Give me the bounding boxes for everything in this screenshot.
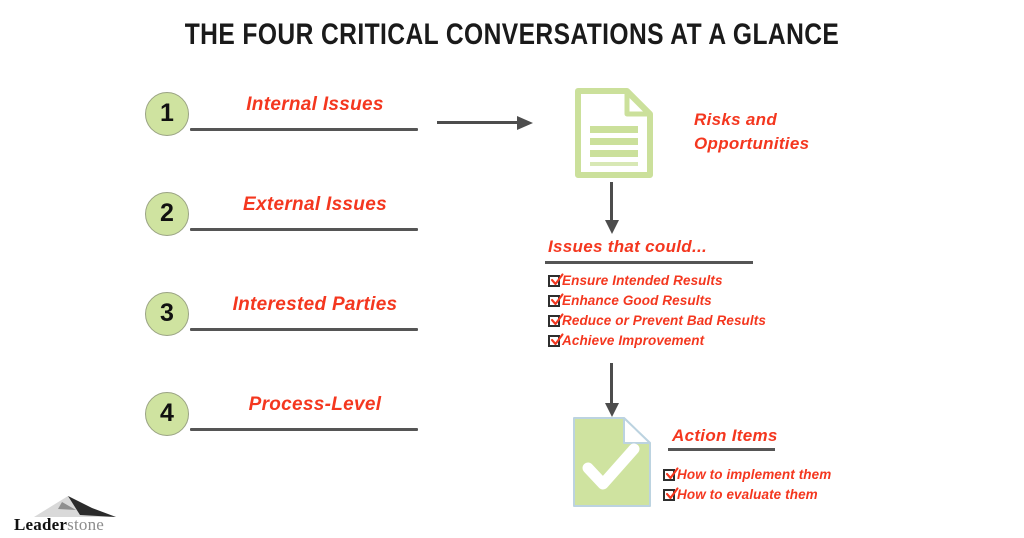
action-check-item-2[interactable]: How to evaluate them	[663, 486, 831, 504]
issues-check-label-4: Achieve Improvement	[562, 333, 705, 348]
conversation-row-3[interactable]: 3 Interested Parties	[145, 292, 435, 352]
action-items-underline	[668, 448, 775, 451]
arrow-right-head	[517, 116, 533, 130]
checkbox-checked-icon[interactable]	[663, 487, 679, 501]
checkbox-checked-icon[interactable]	[548, 273, 564, 287]
conversation-underline-2	[190, 228, 418, 231]
conversation-number-3: 3	[160, 299, 174, 327]
conversation-number-badge-4: 4	[145, 392, 189, 436]
issues-check-item-4[interactable]: Achieve Improvement	[548, 332, 766, 350]
conversation-number-badge-3: 3	[145, 292, 189, 336]
document-lines-icon	[575, 88, 653, 178]
conversation-row-2[interactable]: 2 External Issues	[145, 192, 435, 252]
arrow-down-head-1	[605, 220, 619, 234]
risks-line-1: Risks and	[694, 110, 778, 129]
conversation-label-4: Process-Level	[248, 394, 382, 415]
action-check-item-1[interactable]: How to implement them	[663, 466, 831, 484]
page-title: THE FOUR CRITICAL CONVERSATIONS AT A GLA…	[184, 18, 840, 51]
arrow-right-shaft	[437, 121, 521, 124]
risks-line-2: Opportunities	[694, 134, 810, 153]
checkbox-checked-icon[interactable]	[663, 467, 679, 481]
conversation-row-1[interactable]: 1 Internal Issues	[145, 92, 435, 152]
conversation-label-1: Internal Issues	[246, 94, 384, 115]
action-items-heading: Action Items	[672, 426, 778, 445]
arrow-down-head-2	[605, 403, 619, 417]
conversation-label-2: External Issues	[243, 194, 387, 215]
arrow-right-icon	[437, 116, 537, 130]
issues-heading-underline	[545, 261, 753, 264]
conversation-number-1: 1	[160, 99, 174, 127]
conversation-underline-4	[190, 428, 418, 431]
document-check-icon	[572, 416, 652, 508]
issues-heading: Issues that could...	[548, 237, 708, 256]
brand-name: Leaderstone	[14, 515, 104, 535]
conversation-row-4[interactable]: 4 Process-Level	[145, 392, 435, 452]
conversation-underline-3	[190, 328, 418, 331]
brand-logo[interactable]: Leaderstone	[14, 494, 132, 534]
issues-checklist: Ensure Intended Results Enhance Good Res…	[548, 272, 766, 352]
action-items-checklist: How to implement them How to evaluate th…	[663, 466, 831, 506]
issues-check-item-3[interactable]: Reduce or Prevent Bad Results	[548, 312, 766, 330]
checkbox-checked-icon[interactable]	[548, 293, 564, 307]
conversation-number-4: 4	[160, 399, 174, 427]
conversation-number-2: 2	[160, 199, 174, 227]
brand-name-light: stone	[67, 515, 105, 534]
arrow-down-icon-2	[605, 363, 619, 417]
arrow-down-shaft-1	[610, 182, 613, 222]
checkbox-checked-icon[interactable]	[548, 313, 564, 327]
conversation-label-3: Interested Parties	[232, 294, 398, 315]
issues-check-item-1[interactable]: Ensure Intended Results	[548, 272, 766, 290]
checkbox-checked-icon[interactable]	[548, 333, 564, 347]
action-check-label-1: How to implement them	[677, 467, 832, 482]
brand-name-bold: Leader	[14, 515, 68, 534]
issues-check-label-2: Enhance Good Results	[562, 293, 712, 308]
risks-opportunities-label: Risks and Opportunities	[694, 108, 864, 156]
issues-check-label-1: Ensure Intended Results	[562, 273, 723, 288]
conversation-number-badge-2: 2	[145, 192, 189, 236]
issues-check-item-2[interactable]: Enhance Good Results	[548, 292, 766, 310]
arrow-down-shaft-2	[610, 363, 613, 405]
conversation-number-badge-1: 1	[145, 92, 189, 136]
issues-check-label-3: Reduce or Prevent Bad Results	[562, 313, 766, 328]
arrow-down-icon-1	[605, 182, 619, 234]
mountain-icon	[32, 494, 118, 518]
conversation-underline-1	[190, 128, 418, 131]
action-check-label-2: How to evaluate them	[677, 487, 818, 502]
